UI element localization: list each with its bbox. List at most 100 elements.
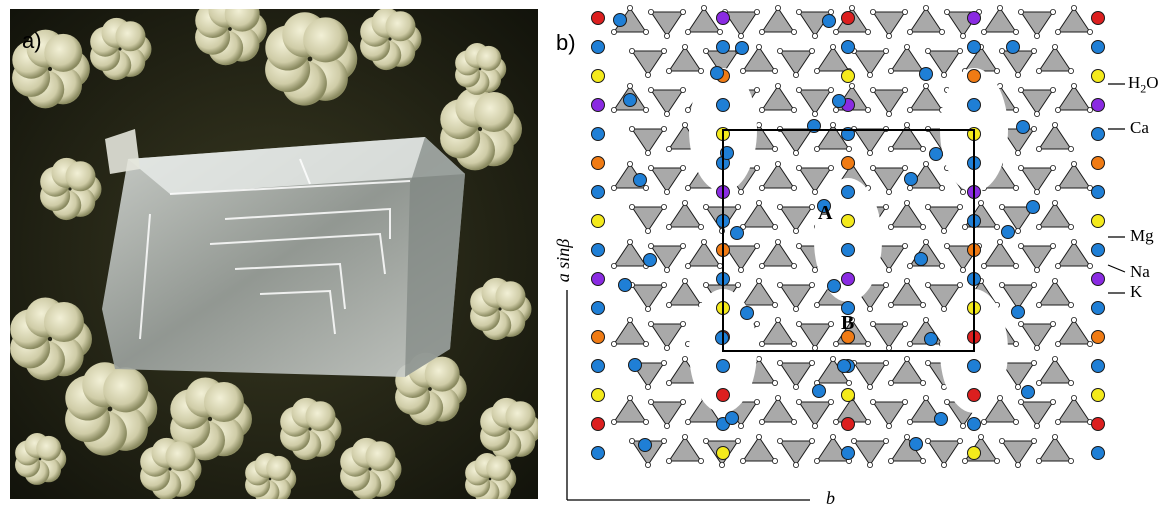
oxygen-node	[774, 5, 781, 11]
oxygen-node	[627, 83, 634, 90]
oxygen-node	[1067, 145, 1074, 152]
cation-h2o	[837, 359, 851, 373]
matrix-bubble	[473, 91, 514, 132]
matrix-bubble	[65, 161, 96, 192]
oxygen-node	[666, 301, 673, 308]
oxygen-node	[792, 461, 799, 468]
oxygen-node	[887, 145, 894, 152]
oxygen-node	[1012, 418, 1019, 425]
oxygen-node	[885, 344, 892, 351]
cation-na	[1091, 214, 1105, 228]
oxygen-node	[882, 437, 889, 444]
crystal-photo	[10, 9, 538, 499]
oxygen-node	[661, 359, 668, 366]
oxygen-node	[1049, 320, 1056, 327]
oxygen-node	[776, 359, 783, 366]
oxygen-node	[664, 344, 671, 351]
oxygen-node	[790, 107, 797, 114]
tetrahedron	[798, 167, 832, 193]
oxygen-node	[682, 433, 689, 440]
oxygen-node	[1070, 394, 1077, 401]
tetrahedron	[890, 46, 924, 72]
oxygen-node	[1017, 164, 1024, 171]
cation-h2o	[822, 14, 836, 28]
tetrahedron	[613, 319, 647, 345]
oxygen-node	[648, 87, 655, 94]
oxygen-node	[629, 126, 636, 133]
oxygen-node	[774, 160, 781, 167]
cation-h2o	[914, 252, 928, 266]
oxygen-node	[737, 188, 744, 195]
matrix-bubble	[495, 281, 526, 312]
tetrahedron	[742, 202, 776, 228]
oxygen-node	[906, 107, 913, 114]
oxygen-node	[808, 203, 815, 210]
oxygen-node	[611, 184, 618, 191]
oxygen-node	[832, 28, 839, 35]
cation-h2o	[841, 243, 855, 257]
oxygen-node	[885, 266, 892, 273]
oxygen-node	[758, 107, 765, 114]
oxygen-node	[1067, 379, 1074, 386]
cation-h2o	[1091, 359, 1105, 373]
cation-k	[841, 272, 855, 286]
oxygen-node	[664, 111, 671, 118]
oxygen-node	[758, 262, 765, 269]
cation-h2o	[967, 98, 981, 112]
oxygen-node	[922, 83, 929, 90]
tetrahedron	[631, 50, 665, 76]
tetrahedron	[761, 241, 795, 267]
cation-h2o	[591, 243, 605, 257]
oxygen-node	[792, 305, 799, 312]
oxygen-node	[940, 461, 947, 468]
oxygen-node	[919, 457, 926, 464]
oxygen-node	[627, 394, 634, 401]
tetrahedron	[1038, 124, 1072, 150]
tetrahedron	[650, 323, 684, 349]
oxygen-node	[943, 398, 950, 405]
tetrahedron	[853, 128, 887, 154]
oxygen-node	[664, 188, 671, 195]
oxygen-node	[1070, 160, 1077, 167]
cation-k	[967, 11, 981, 25]
axes	[566, 290, 810, 501]
oxygen-node	[1054, 184, 1061, 191]
oxygen-node	[827, 87, 834, 94]
matrix-bubble	[505, 401, 536, 432]
tetrahedron	[1001, 362, 1035, 388]
matrix-bubble	[385, 11, 416, 42]
tetrahedron	[650, 401, 684, 427]
oxygen-node	[795, 87, 802, 94]
oxygen-node	[866, 72, 873, 79]
oxygen-node	[1049, 398, 1056, 405]
oxygen-node	[808, 48, 815, 55]
oxygen-node	[1017, 8, 1024, 15]
cation-h2o	[618, 278, 632, 292]
cation-h2o	[832, 94, 846, 108]
oxygen-node	[1033, 266, 1040, 273]
oxygen-node	[776, 48, 783, 55]
cation-mg	[1091, 11, 1105, 25]
oxygen-node	[940, 227, 947, 234]
oxygen-node	[882, 203, 889, 210]
oxygen-node	[771, 379, 778, 386]
tetrahedron	[650, 167, 684, 193]
cation-na	[841, 214, 855, 228]
oxygen-node	[924, 203, 931, 210]
legend-mg-label: Mg	[1130, 226, 1154, 245]
cation-h2o	[716, 359, 730, 373]
tetrahedron	[724, 245, 758, 271]
oxygen-node	[848, 5, 855, 11]
oxygen-node	[906, 418, 913, 425]
oxygen-node	[680, 320, 687, 327]
tetrahedron	[872, 167, 906, 193]
cation-na	[591, 388, 605, 402]
legend-leaders	[1107, 83, 1126, 294]
cation-ca	[1091, 156, 1105, 170]
oxygen-node	[813, 68, 820, 75]
tetrahedron	[890, 202, 924, 228]
oxygen-node	[901, 87, 908, 94]
oxygen-node	[666, 223, 673, 230]
oxygen-node	[685, 107, 692, 114]
oxygen-node	[680, 164, 687, 171]
